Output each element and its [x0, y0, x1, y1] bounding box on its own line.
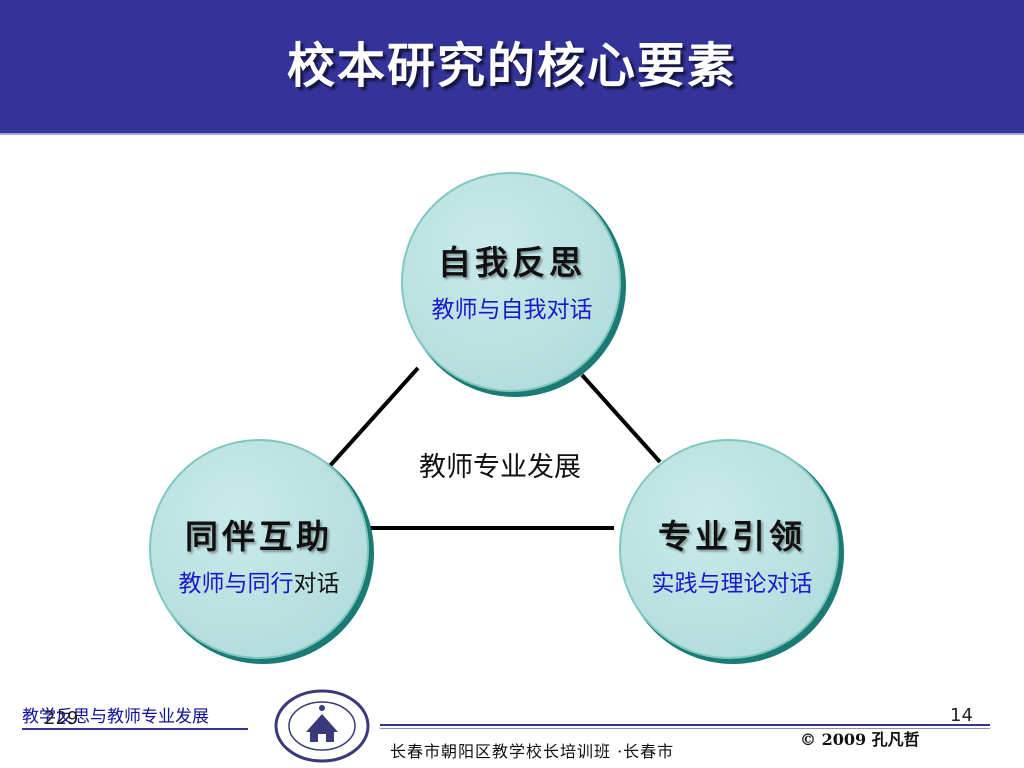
- connector-top-left: [326, 366, 420, 470]
- node-right: 专业引领 实践与理论对话: [620, 510, 844, 598]
- center-label: 教师专业发展: [419, 452, 581, 483]
- copyright: © 2009 孔凡哲: [800, 730, 920, 749]
- title-band: 校本研究的核心要素: [0, 0, 1024, 135]
- footer-course-title: 教学反思与教师专业发展: [22, 707, 209, 727]
- node-left-subtitle-colored: 教师与同行: [178, 571, 294, 597]
- node-left-subtitle: 教师与同行对话: [150, 564, 368, 598]
- node-right-subtitle: 实践与理论对话: [651, 571, 813, 597]
- node-right-circle: [619, 439, 844, 664]
- university-logo: [274, 689, 370, 763]
- node-right-title: 专业引领: [658, 517, 806, 556]
- footer-left-rule: [22, 728, 248, 730]
- node-top: 自我反思 教师与自我对话: [406, 236, 618, 324]
- node-top-title: 自我反思: [438, 243, 586, 282]
- node-left-circle: [149, 439, 374, 664]
- footer-slide-number: 229: [44, 708, 79, 729]
- footer-rule: [380, 724, 990, 726]
- node-top-subtitle: 教师与自我对话: [431, 297, 593, 323]
- slide-title: 校本研究的核心要素: [286, 38, 737, 94]
- page-number: 14: [950, 705, 973, 726]
- node-left: 同伴互助 教师与同行对话: [150, 510, 368, 598]
- footer-rule-thin: [380, 728, 990, 729]
- node-top-circle: [401, 172, 626, 397]
- node-left-title: 同伴互助: [185, 517, 333, 556]
- footer-training-text: 长春市朝阳区教学校长培训班 ·长春市: [390, 742, 675, 761]
- node-left-subtitle-plain: 对话: [293, 571, 340, 597]
- connector-top-right: [580, 373, 662, 464]
